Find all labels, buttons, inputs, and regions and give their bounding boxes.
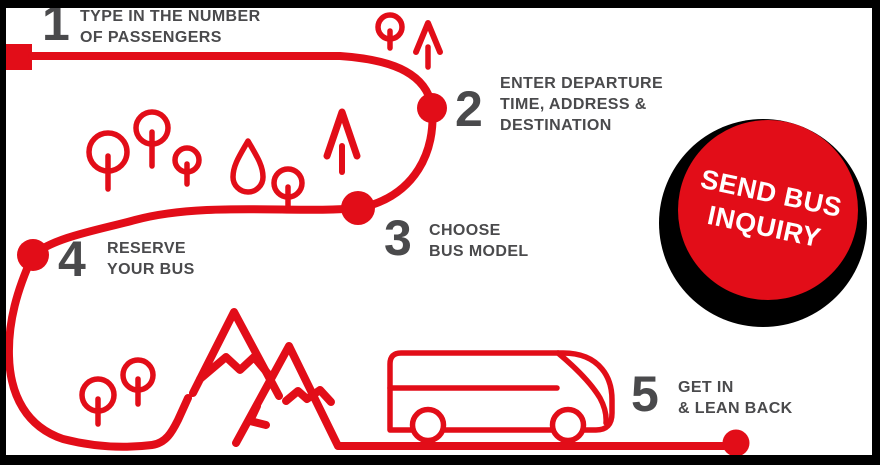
step-3-label-line: CHOOSE xyxy=(429,222,501,239)
send-bus-inquiry-button[interactable]: SEND BUS INQUIRY xyxy=(659,119,867,327)
mountains-icon xyxy=(189,308,728,450)
step-5-label-line: & LEAN BACK xyxy=(678,400,793,417)
raindrop-icon xyxy=(230,138,266,195)
bus-icon xyxy=(387,350,615,444)
route-segment-3 xyxy=(29,204,362,259)
route-start-square-icon xyxy=(6,44,32,70)
bus-wheel-icon xyxy=(549,406,587,444)
route-segment-2 xyxy=(356,104,437,212)
step-3-label: CHOOSE BUS MODEL xyxy=(429,220,529,262)
route-segment-1 xyxy=(28,52,436,110)
frame-border-top xyxy=(0,0,880,8)
step-1-number: 1 xyxy=(42,0,70,51)
tree-icon xyxy=(79,376,117,427)
step-1-label: TYPE IN THE NUMBER OF PASSENGERS xyxy=(80,6,261,48)
pine-tree-icon xyxy=(323,108,361,175)
route-end-dot-icon xyxy=(722,429,750,457)
button-label: SEND BUS INQUIRY xyxy=(691,162,846,258)
route-stop-dot-2-icon xyxy=(417,93,447,123)
button-face-circle: SEND BUS INQUIRY xyxy=(678,120,858,300)
frame-border-right xyxy=(872,0,880,465)
step-5-label-line: GET IN xyxy=(678,379,734,396)
route-segment-4 xyxy=(4,251,192,451)
step-2-label-line: ENTER DEPARTURE xyxy=(500,75,664,92)
bus-wheel-icon xyxy=(409,406,447,444)
tree-icon xyxy=(172,145,202,187)
route-stop-dot-4-icon xyxy=(17,239,49,271)
step-3-label-line: BUS MODEL xyxy=(429,243,529,260)
step-1-label-line: OF PASSENGERS xyxy=(80,29,222,46)
pine-tree-icon xyxy=(413,20,443,70)
step-4-label: RESERVE YOUR BUS xyxy=(107,238,195,280)
tree-icon xyxy=(133,109,171,169)
step-4-label-line: YOUR BUS xyxy=(107,261,195,278)
tree-icon xyxy=(86,130,130,192)
step-5-label: GET IN & LEAN BACK xyxy=(678,377,793,419)
step-2-label: ENTER DEPARTURE TIME, ADDRESS & DESTINAT… xyxy=(500,73,663,136)
tree-icon xyxy=(120,357,156,407)
step-5-number: 5 xyxy=(631,366,659,422)
tree-icon xyxy=(271,166,305,213)
step-2-label-line: DESTINATION xyxy=(500,117,612,134)
step-1-label-line: TYPE IN THE NUMBER xyxy=(80,8,261,25)
step-4-number: 4 xyxy=(58,231,86,287)
route-stop-dot-3-icon xyxy=(341,191,375,225)
step-2-number: 2 xyxy=(455,81,483,137)
frame-border-left xyxy=(0,0,6,465)
step-3-number: 3 xyxy=(384,210,412,266)
frame-border-bottom xyxy=(0,455,880,465)
tree-icon xyxy=(375,12,405,51)
step-4-label-line: RESERVE xyxy=(107,240,186,257)
step-2-label-line: TIME, ADDRESS & xyxy=(500,96,647,113)
